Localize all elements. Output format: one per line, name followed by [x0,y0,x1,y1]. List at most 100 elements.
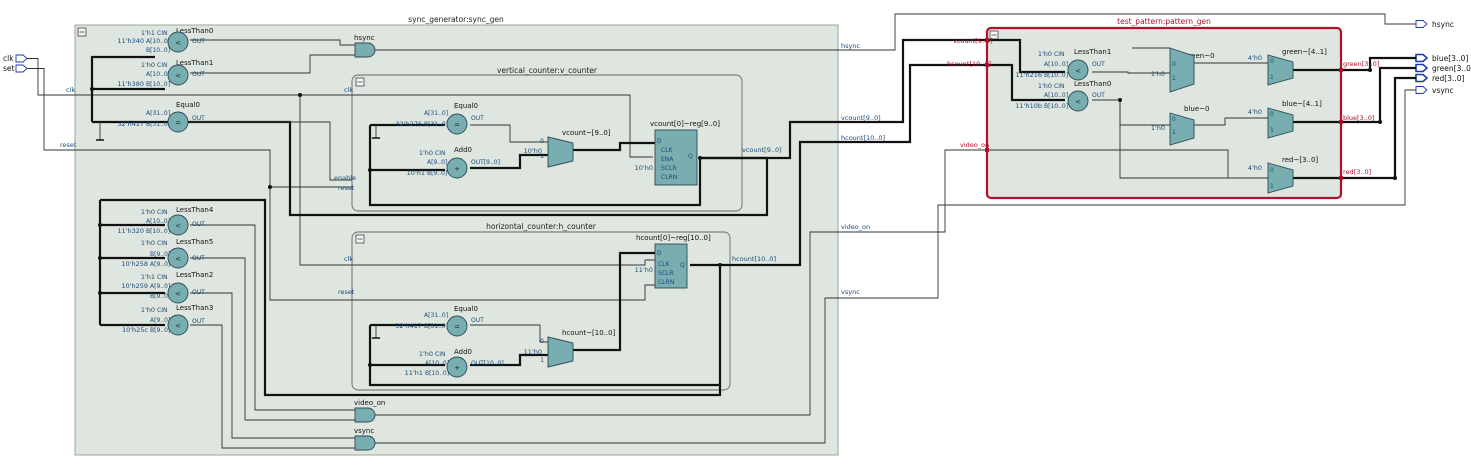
svg-text:1: 1 [540,153,544,160]
svg-text:=: = [454,323,460,331]
comparator-lessthan0[interactable]: LessThan0 1'h1 CIN 11'h340 A[10..0] B[10… [117,27,213,54]
svg-text:<: < [175,322,181,330]
svg-text:11'h340: 11'h340 [117,37,144,45]
svg-text:B[9..0]: B[9..0] [150,327,170,334]
svg-text:D: D [657,138,662,145]
svg-text:B[10..0]: B[10..0] [425,370,449,377]
tp-mux-red30[interactable]: red~[3..0] 4'h0 0 1 [1248,156,1319,194]
comparator-lessthan3[interactable]: LessThan3 1'h0 CIN A[9..0] 10'h25c B[9..… [122,304,213,336]
vertical-counter-block[interactable]: vertical_counter:v_counter [351,66,743,212]
svg-text:CIN: CIN [435,150,445,157]
vcount-out-label: vcount[9..0] [841,114,881,122]
svg-text:hcount~[10..0]: hcount~[10..0] [562,329,616,337]
hcount-out-label: hcount[10..0] [841,134,885,142]
svg-text:LessThan4: LessThan4 [176,206,214,214]
svg-text:4'h0: 4'h0 [1248,54,1262,62]
svg-text:OUT[10..0]: OUT[10..0] [471,360,504,367]
tp-mux-green0[interactable]: green~0 1'h0 0 1 [1151,47,1215,93]
svg-text:LessThan0: LessThan0 [176,27,213,35]
svg-text:B[9..0]: B[9..0] [150,293,170,300]
svg-text:OUT: OUT [192,289,205,296]
comparator-lessthan1[interactable]: LessThan1 1'h0 CIN A[10..0] 11'h380 B[10… [117,59,213,88]
tp-lessthan1[interactable]: LessThan1 1'h0 CIN 11'h216 A[10..0] B[10… [1015,48,1111,81]
video-on-out-label: video_on [841,223,870,231]
hsync-out-label: hsync [841,42,860,50]
gate-vsync[interactable]: vsync [354,427,376,451]
svg-text:red~[3..0]: red~[3..0] [1282,156,1318,164]
svg-text:A[31..0]: A[31..0] [424,110,448,117]
svg-text:blue~0: blue~0 [1184,105,1209,113]
tp-mux-green41[interactable]: green~[4..1] 4'h0 0 1 [1248,48,1327,86]
output-port-blue[interactable]: blue[3..0] [1415,53,1468,63]
horizontal-counter-block[interactable]: horizontal_counter:h_counter [351,222,731,391]
v-equal0[interactable]: Equal0 A[31..0] 32'h276 B[31..0] = OUT [395,102,484,135]
h-equal0[interactable]: Equal0 A[31..0] 32'h417 B[31..0] = OUT [395,305,484,337]
svg-text:1: 1 [1270,74,1274,81]
output-port-red[interactable]: red[3..0] [1415,73,1465,83]
svg-text:A[10..0]: A[10..0] [146,218,170,225]
svg-text:4'h0: 4'h0 [1248,108,1262,116]
svg-text:SCLR: SCLR [661,165,677,172]
v-mux[interactable]: vcount~[9..0] 0 1 10'h0 [524,129,611,168]
h-mux[interactable]: hcount~[10..0] 0 1 11'h0 [524,329,616,368]
svg-text:1'h0: 1'h0 [419,350,433,358]
v-out-label: vcount[9..0] [742,146,782,154]
svg-text:11'h0: 11'h0 [635,266,653,274]
svg-text:<: < [175,39,181,47]
svg-text:B[10..0]: B[10..0] [1044,103,1068,110]
svg-text:CIN: CIN [1054,83,1064,90]
h-register[interactable]: hcount[0]~reg[10..0] D CLK SCLR CLRN Q 1… [635,234,711,289]
svg-text:=: = [454,121,460,129]
svg-text:LessThan5: LessThan5 [176,238,213,246]
sync-gen-title: sync_generator:sync_gen [408,15,504,24]
svg-text:0: 0 [1270,58,1274,65]
svg-text:0: 0 [1270,111,1274,118]
input-port-clk[interactable]: clk [3,54,28,63]
svg-text:blue[3..0]: blue[3..0] [1432,54,1468,63]
svg-text:=: = [175,119,181,127]
h-out-label: hcount[10..0] [732,255,776,263]
output-port-vsync[interactable]: vsync [1415,86,1454,95]
comparator-lessthan2[interactable]: LessThan2 1'h1 CIN 10'h259 A[9..0] B[9..… [121,271,213,304]
svg-text:green[3..0]: green[3..0] [1432,64,1471,73]
svg-text:CLK: CLK [661,147,674,154]
svg-text:11'h0: 11'h0 [524,348,542,356]
svg-text:OUT: OUT [471,115,484,122]
svg-text:A[9..0]: A[9..0] [150,317,170,324]
output-port-green[interactable]: green[3..0] [1415,63,1471,73]
svg-text:<: < [175,255,181,263]
comparator-lessthan4[interactable]: LessThan4 1'h0 CIN A[10..0] 11'h320 B[10… [117,206,214,236]
svg-text:OUT: OUT [192,221,205,228]
h-add0[interactable]: Add0 1'h0 CIN A[10..0] 11'h1 B[10..0] + … [405,348,504,378]
tp-mux-blue0[interactable]: blue~0 1'h0 0 1 [1151,105,1210,146]
v-add0[interactable]: Add0 1'h0 CIN A[9..0] 10'h1 B[9..0] + OU… [407,146,500,179]
svg-text:Add0: Add0 [454,348,472,356]
v-register[interactable]: vcount[0]~reg[9..0] D CLK ENA SCLR CLRN … [635,120,721,186]
svg-text:A[10..0]: A[10..0] [146,71,170,78]
svg-text:A[10..0]: A[10..0] [146,38,170,45]
svg-text:1'h0: 1'h0 [141,61,155,69]
tp-video-on-label: video_on [960,141,989,149]
svg-text:OUT: OUT [192,115,205,122]
gate-hsync[interactable]: hsync [354,34,376,58]
output-port-hsync[interactable]: hsync [1415,20,1454,29]
svg-text:10'h0: 10'h0 [524,147,542,155]
tp-mux-blue41[interactable]: blue~[4..1] 4'h0 0 1 [1248,100,1322,139]
gate-video-on[interactable]: video_on [354,399,385,423]
svg-text:1: 1 [1172,129,1176,136]
svg-text:<: < [1075,67,1081,75]
tp-lessthan0[interactable]: LessThan0 1'h0 CIN A[10..0] 11'h10b B[10… [1015,80,1111,112]
input-port-set[interactable]: set [3,64,28,73]
svg-text:A[9..0]: A[9..0] [427,159,447,166]
svg-text:B[9..0]: B[9..0] [427,170,447,177]
wires [27,13,1416,449]
v-clk-label: clk [344,86,353,94]
vertical-counter-title: vertical_counter:v_counter [497,66,598,75]
v-reset-label: reset [338,184,355,192]
comparator-equal0[interactable]: Equal0 A[31..0] 32'h417 B[31..0] = OUT [117,101,205,133]
svg-text:0: 0 [1270,167,1274,174]
svg-text:Equal0: Equal0 [176,101,200,109]
comparator-lessthan5[interactable]: LessThan5 1'h0 CIN 10'h258 A[9..0] B[9..… [121,238,213,269]
svg-text:blue~[4..1]: blue~[4..1] [1282,100,1322,108]
